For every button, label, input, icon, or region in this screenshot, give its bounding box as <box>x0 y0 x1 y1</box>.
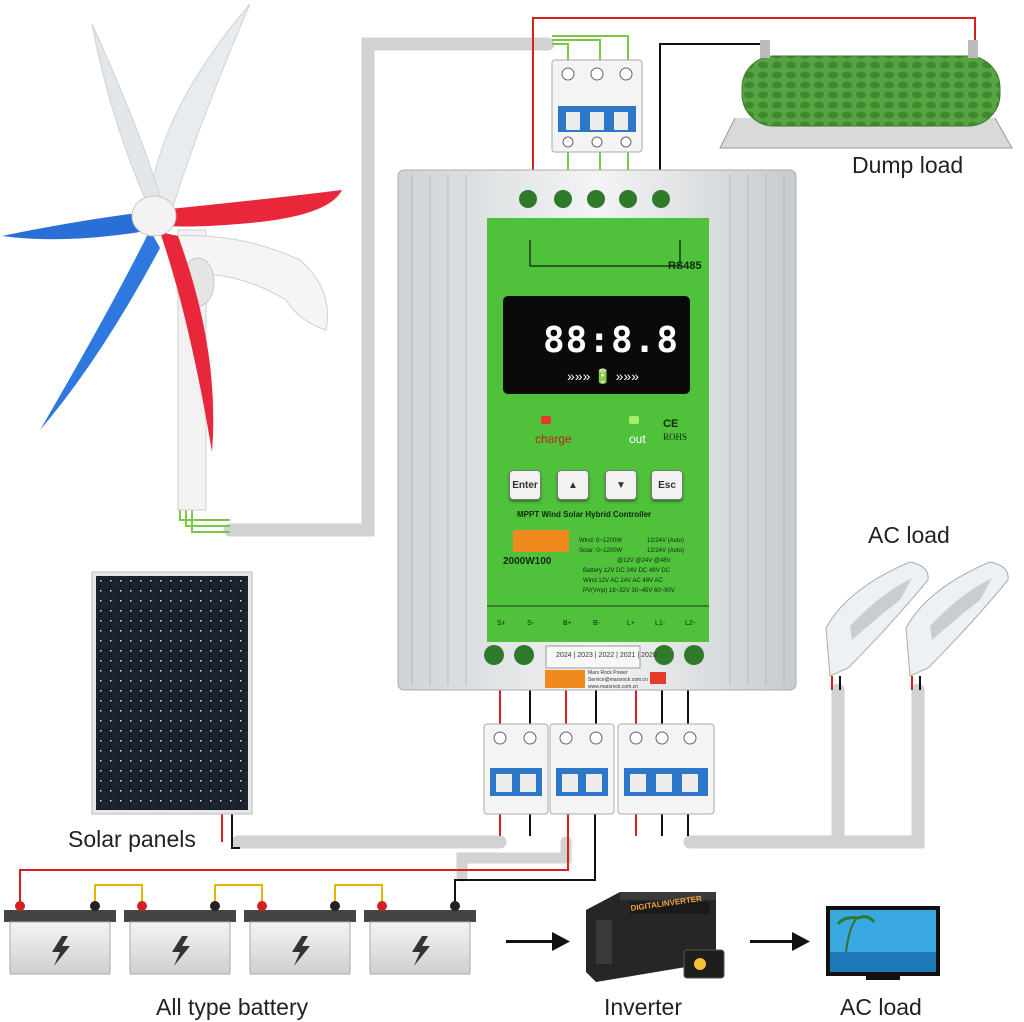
terminal-s-minus: S- <box>527 620 534 627</box>
out-label: out <box>629 432 646 446</box>
down-button[interactable]: ▼ <box>605 470 637 500</box>
wind-turbine <box>2 3 342 511</box>
production-years: 2024 | 2023 | 2022 | 2021 | 2020 <box>556 652 657 659</box>
bottom-breakers <box>483 723 715 815</box>
batteries <box>4 901 476 975</box>
spec-wind: Wind: 0~1200W <box>579 538 622 544</box>
terminal-s-plus: S+ <box>497 620 506 627</box>
battery-2 <box>124 901 236 975</box>
spec-wind-row: Wind 12V AC 24V AC 48V AC <box>583 578 663 584</box>
out-led <box>629 416 639 424</box>
up-button[interactable]: ▲ <box>557 470 589 500</box>
spec-pv: PV(Vmp) 18~32V 30~45V 60~90V <box>583 588 675 594</box>
breaker-load <box>617 723 715 815</box>
arrow-down-icon: ▼ <box>616 479 626 491</box>
inverter-label: Inverter <box>604 994 682 1020</box>
battery-1 <box>4 901 116 975</box>
rohs-mark: ROHS <box>663 432 688 442</box>
terminal-b-plus: B+ <box>563 620 572 627</box>
spec-battery: Battery 12V DC 24V DC 48V DC <box>583 568 671 574</box>
terminal-l2-minus: L2- <box>685 620 696 627</box>
spec-auto-wind: 12/24V (Auto) <box>647 538 685 544</box>
breaker-battery <box>549 723 615 815</box>
dump-load-label: Dump load <box>852 152 964 178</box>
spec-solar: Solar: 0~1200W <box>579 548 623 554</box>
dump-load-resistor <box>719 40 1013 149</box>
inverter-device <box>586 892 725 982</box>
terminal-b-minus: B- <box>593 620 600 627</box>
spec-auto-solar: 12/24V (Auto) <box>647 548 685 554</box>
ac-load-top-label: AC load <box>868 522 950 548</box>
controller-panel: RS485 88:8.8 »»» 🔋 »»» charge out CE ROH… <box>487 220 709 640</box>
rs485-label: RS485 <box>668 260 702 272</box>
flow-arrows <box>506 932 810 951</box>
battery-4 <box>364 901 476 975</box>
website: www.marsrock.com.cn <box>588 684 639 690</box>
lcd-flow-arrows: »»» 🔋 »»» <box>567 368 639 384</box>
solar-panels-label: Solar panels <box>68 826 196 852</box>
ac-load-bottom-label: AC load <box>840 994 922 1020</box>
gray-cables <box>223 37 925 882</box>
spec-voltages: @12V @24V @48V <box>617 558 671 564</box>
ce-mark: CE <box>663 418 679 430</box>
top-breaker <box>551 59 643 153</box>
battery-label: All type battery <box>156 994 309 1020</box>
esc-button[interactable]: Esc <box>651 470 683 500</box>
charge-label: charge <box>535 432 572 446</box>
terminal-l1-minus: L1- <box>655 620 666 627</box>
charge-led <box>541 416 551 424</box>
controller-body <box>397 169 797 691</box>
breaker-solar <box>483 723 549 815</box>
enter-button[interactable]: Enter <box>509 470 541 500</box>
model-label: 2000W100 <box>503 556 552 567</box>
service-email: Service@marsrock.com.cn <box>588 677 648 683</box>
terminal-l-plus: L+ <box>627 620 635 627</box>
lcd-digits: 88:8.8 <box>543 320 680 361</box>
solar-panel <box>91 571 253 815</box>
street-lights <box>825 561 1009 677</box>
brand-name: Mars Rock Power <box>588 670 628 676</box>
arrow-up-icon: ▲ <box>568 479 578 491</box>
wires <box>19 17 976 905</box>
battery-3 <box>244 901 356 975</box>
product-title: MPPT Wind Solar Hybrid Controller <box>517 510 652 519</box>
tv-device <box>826 906 940 980</box>
